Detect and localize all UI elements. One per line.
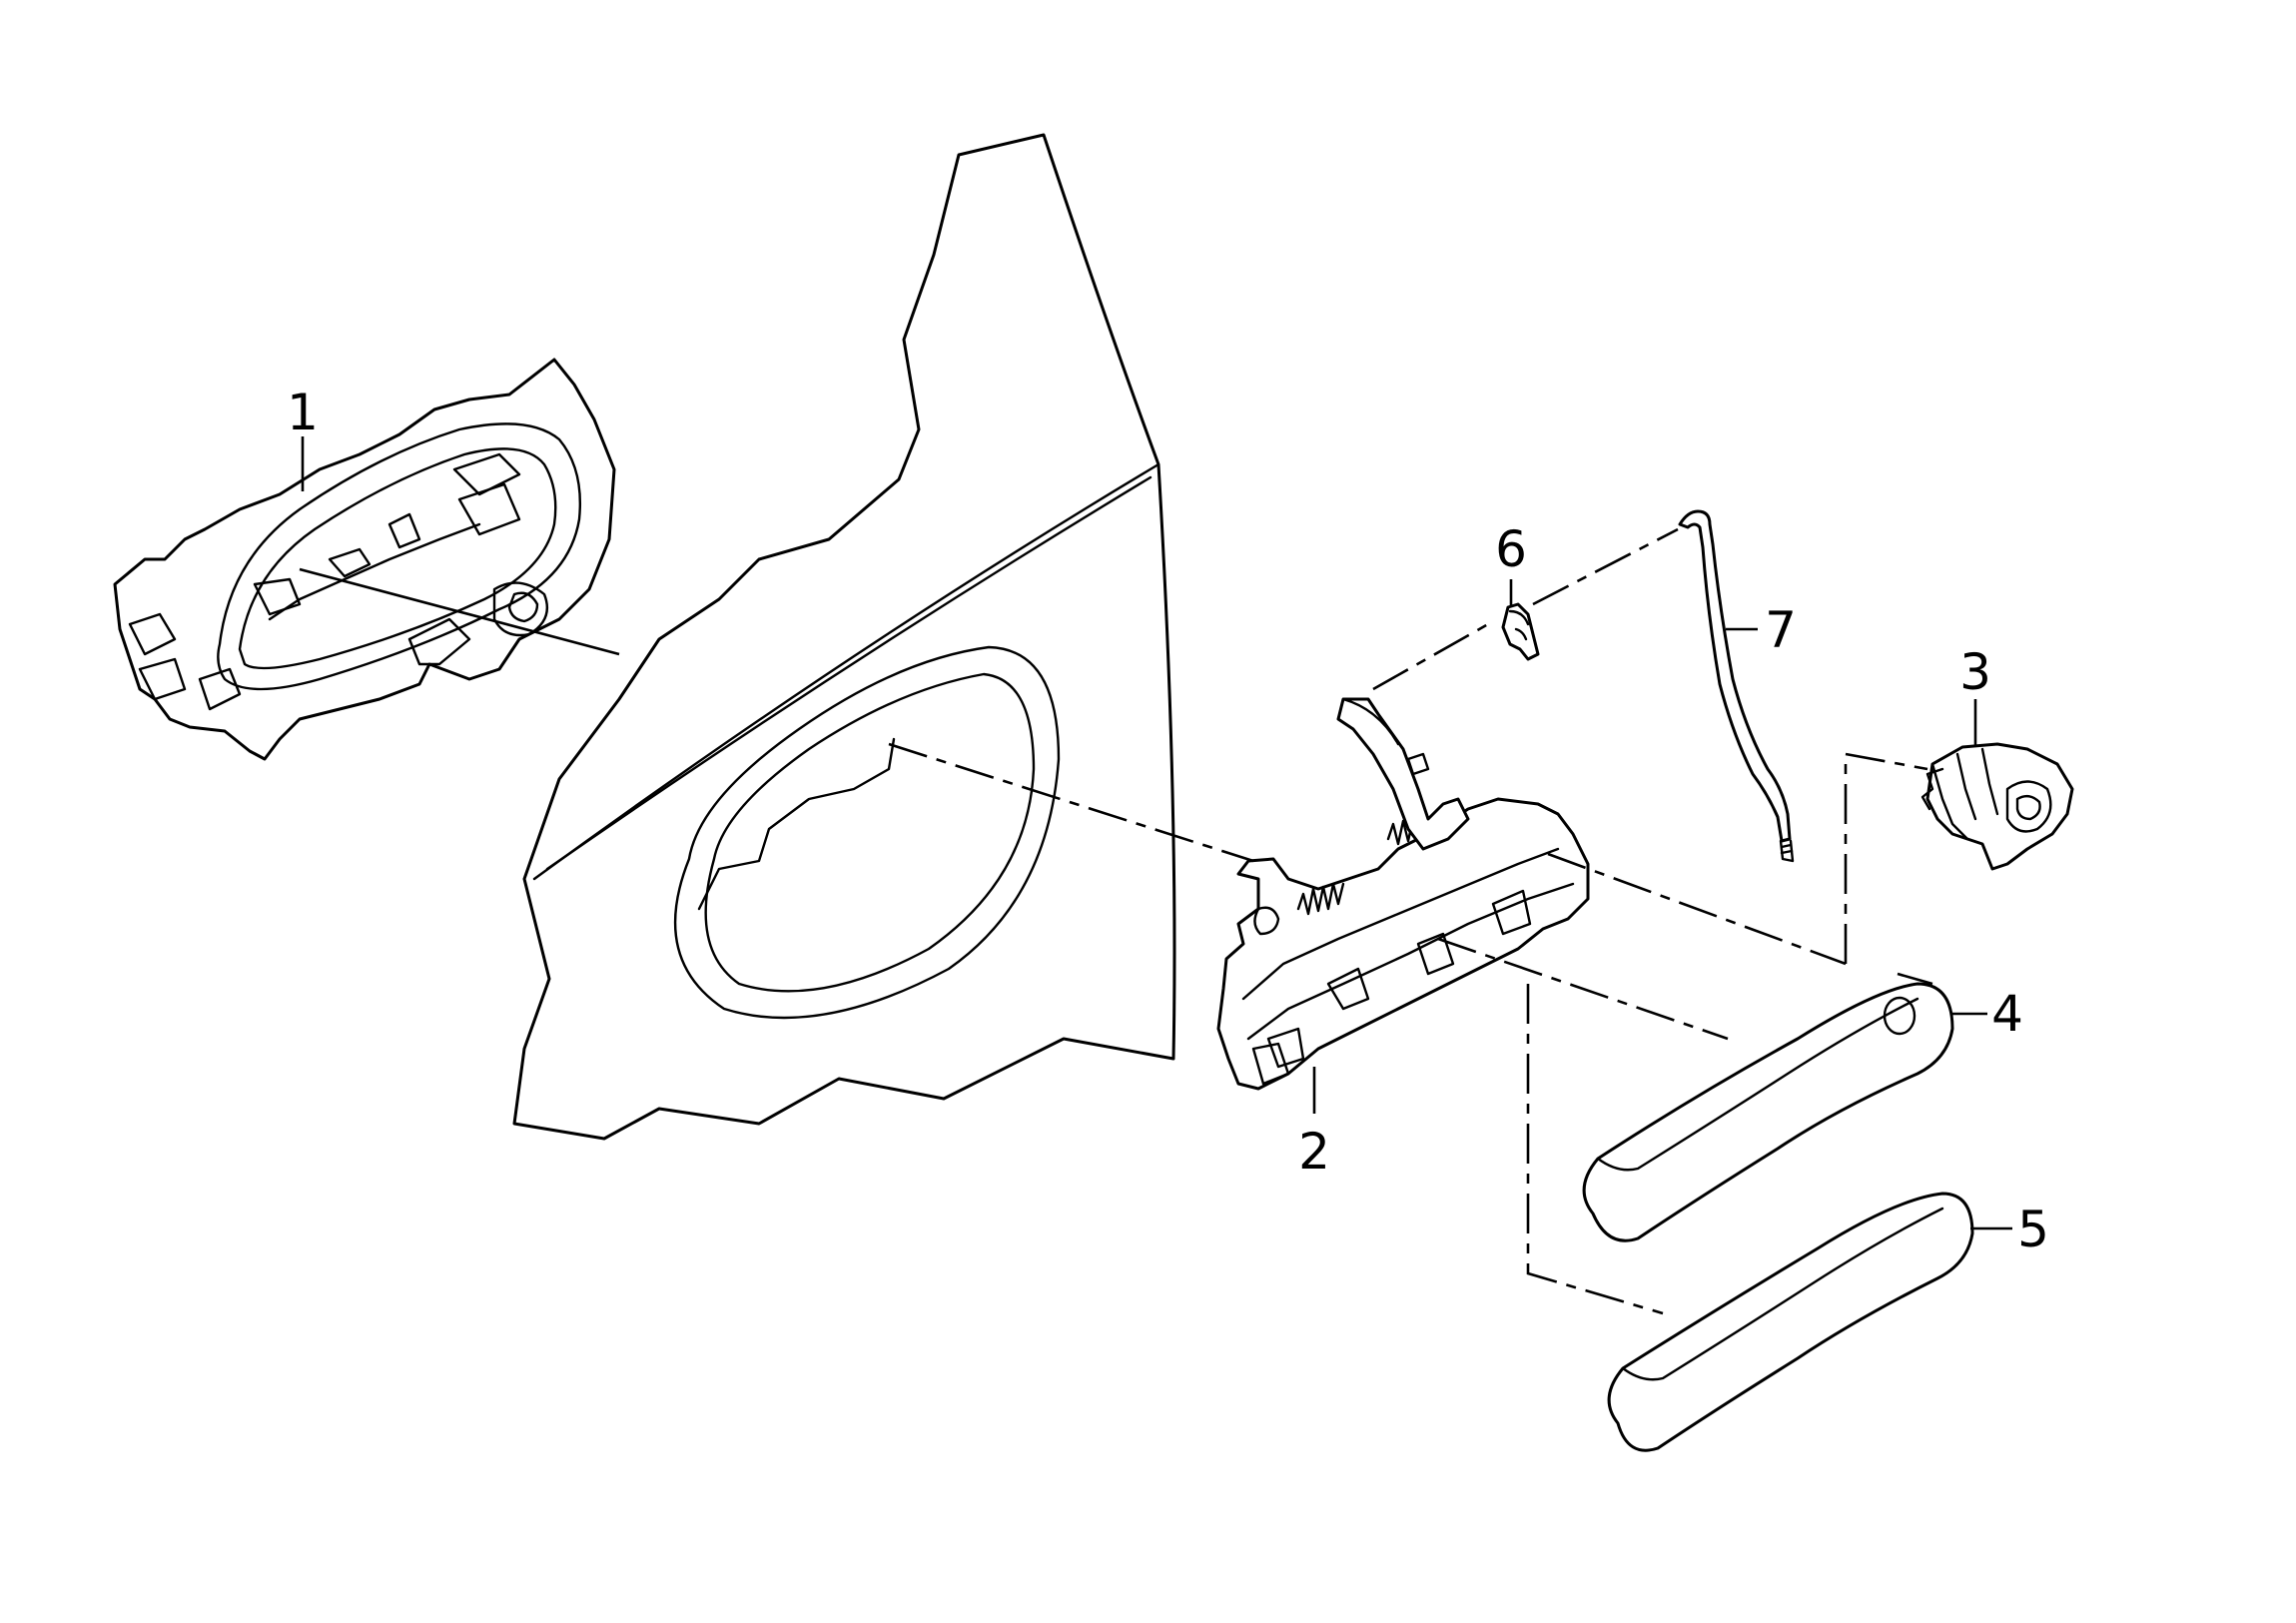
callout-1: 1 [287, 384, 319, 441]
door-panel [512, 133, 1176, 1141]
part-6-clip [1501, 602, 1540, 661]
callout-3: 3 [1959, 643, 1991, 701]
part-4-handle-cover [1582, 982, 1954, 1242]
callout-2: 2 [1298, 1123, 1330, 1181]
part-1-handle-carrier [113, 358, 616, 761]
part-3-lock-cylinder [1920, 742, 2074, 871]
assembly-lines [299, 527, 1933, 1315]
part-7-rod [1678, 509, 1795, 863]
callout-7: 7 [1765, 601, 1797, 659]
callout-leaders [301, 436, 2012, 1230]
callout-6: 6 [1495, 520, 1527, 578]
part-2-handle-frame [1216, 697, 1590, 1091]
callout-4: 4 [1991, 985, 2023, 1043]
callout-5: 5 [2017, 1201, 2049, 1258]
part-5-handle-cover-blank [1607, 1192, 1974, 1452]
